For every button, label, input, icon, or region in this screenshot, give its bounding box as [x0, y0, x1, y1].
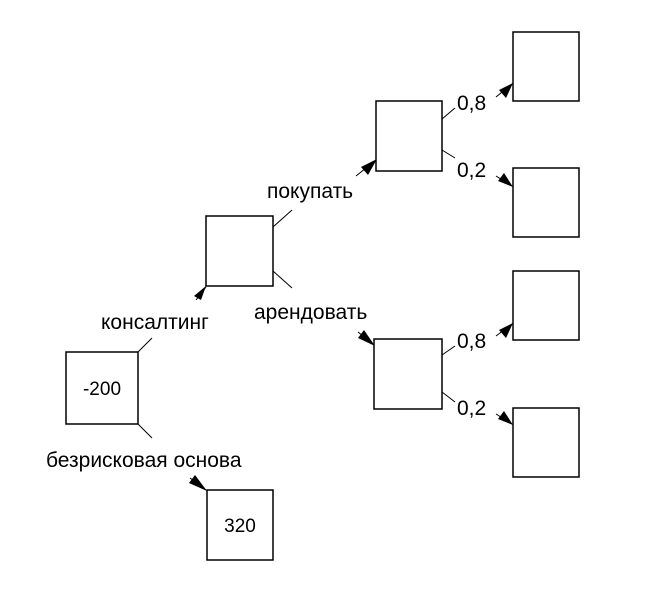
label-safe: безрисковая основа	[46, 449, 242, 472]
node-buy-low	[512, 167, 580, 238]
node-rent	[373, 338, 443, 410]
label-consulting: консалтинг	[101, 311, 209, 334]
arrow-safe	[189, 475, 207, 491]
edge-rent-high	[441, 345, 456, 356]
edge-rent	[272, 270, 293, 289]
arrow-buy-high	[499, 83, 513, 98]
node-consulting	[205, 215, 274, 287]
arrow-buy-low	[498, 173, 513, 187]
edge-buy-high	[441, 107, 456, 120]
node-rent-high	[512, 270, 580, 341]
label-rent: арендовать	[254, 301, 367, 324]
node-root-value: -200	[83, 379, 121, 400]
tree-edges	[137, 83, 513, 491]
arrow-buy	[361, 159, 377, 175]
node-buy-high	[512, 31, 580, 102]
arrow-consulting	[194, 286, 206, 300]
edge-buy-low	[441, 149, 456, 159]
label-buy: покупать	[267, 180, 353, 203]
label-rent-low: 0,2	[457, 397, 486, 420]
edge-rent-low	[441, 391, 456, 403]
node-rent-low	[512, 407, 580, 478]
tree-nodes: -200 320	[65, 31, 580, 561]
label-buy-low: 0,2	[457, 159, 486, 182]
arrow-rent	[358, 330, 375, 346]
edge-buy	[272, 209, 293, 228]
label-buy-high: 0,8	[457, 92, 486, 115]
arrow-rent-low	[498, 411, 513, 425]
label-rent-high: 0,8	[457, 330, 486, 353]
node-root	[65, 351, 139, 425]
node-safe	[206, 489, 274, 561]
edge-labels: консалтинг безрисковая основа покупать а…	[46, 92, 486, 472]
node-safe-value: 320	[224, 516, 256, 537]
edge-consulting	[137, 337, 153, 353]
node-buy	[375, 100, 443, 172]
edge-safe	[137, 423, 153, 439]
arrowheads	[189, 83, 513, 491]
arrow-rent-high	[499, 323, 513, 338]
